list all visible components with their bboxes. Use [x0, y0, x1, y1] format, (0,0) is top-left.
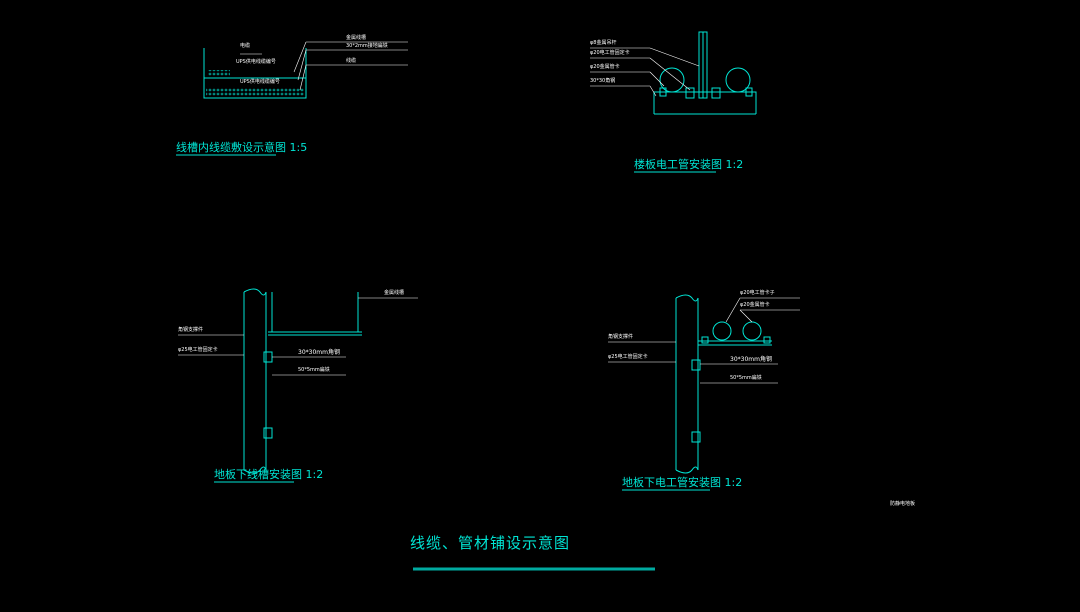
diagram-floor-pipe	[608, 294, 800, 491]
label-metal-pipe-clamp: φ20金属管卡	[590, 64, 620, 70]
label-angle-30-2: 30*30mm角钢	[730, 356, 772, 363]
label-flat-steel-2: 50*5mm扁铁	[730, 375, 762, 381]
label-cable: 电缆	[240, 43, 251, 49]
diagram1-title: 线槽内线缆敷设示意图 1:5	[176, 141, 308, 154]
diagram-cable-tray	[176, 41, 408, 156]
label-ground-strip: 30*2mm接地扁铁	[346, 43, 388, 49]
label-cables: 线缆	[346, 58, 357, 64]
label-metal-pipe-clamp-2: φ20金属管卡	[740, 302, 770, 308]
label-pipe-clip: φ20电工管卡子	[740, 290, 775, 296]
main-title: 线缆、管材铺设示意图	[410, 534, 571, 552]
label-angle-30: 30*30mm角钢	[298, 349, 340, 356]
label-angle-steel: 30*30角钢	[590, 78, 616, 84]
label-flat-steel: 50*5mm扁铁	[298, 367, 330, 373]
diagram-floor-tray	[178, 288, 418, 483]
label-angle-support-2: 角钢支撑件	[608, 334, 634, 340]
label-hanger-rod: φ8金属吊杆	[590, 40, 617, 46]
label-pipe-fixing-clip-3: φ25电工管固定卡	[608, 354, 648, 360]
label-ups-number-2: UPS供电线缆编号	[240, 79, 280, 85]
label-metal-tray: 金属线槽	[346, 35, 367, 41]
label-ups-number-1: UPS供电线缆编号	[236, 59, 276, 65]
note-antistatic-floor: 防静电地板	[890, 501, 916, 507]
diagram-slab-pipe	[590, 31, 757, 173]
label-pipe-fixing-clip-2: φ25电工管固定卡	[178, 347, 218, 353]
diagram3-title: 地板下线槽安装图 1:2	[214, 468, 324, 481]
label-metal-tray-2: 金属线槽	[384, 290, 405, 296]
label-angle-support: 角钢支撑件	[178, 327, 204, 333]
diagram4-title: 地板下电工管安装图 1:2	[622, 476, 743, 489]
label-pipe-fixing-clip: φ20电工管固定卡	[590, 50, 630, 56]
diagram2-title: 楼板电工管安装图 1:2	[634, 158, 744, 171]
